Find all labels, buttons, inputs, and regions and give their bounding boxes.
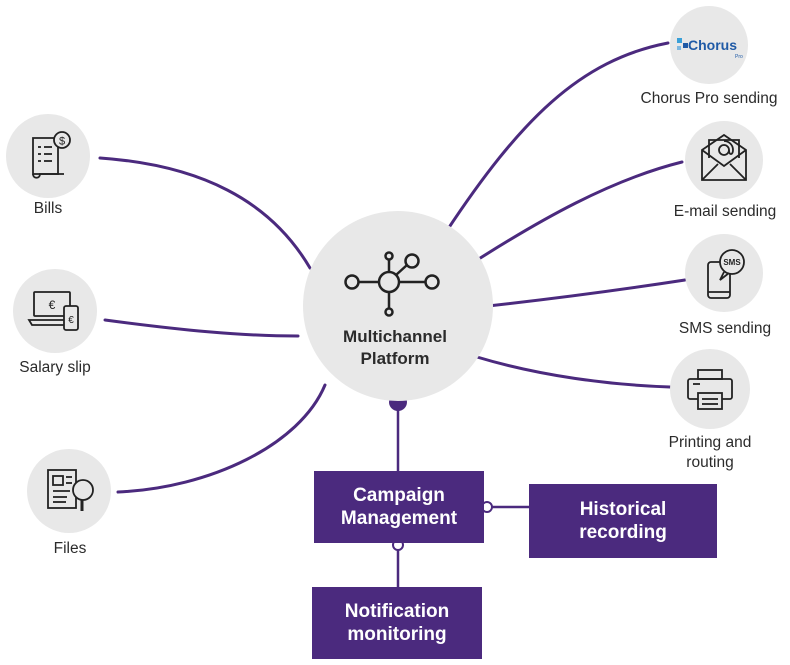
bills-circle xyxy=(6,114,90,198)
chorus-logo-sub: Pro xyxy=(735,54,743,60)
center-circle xyxy=(303,211,493,401)
email-circle xyxy=(685,121,763,199)
bill-dollar-icon: $ xyxy=(32,131,71,179)
connector-email xyxy=(472,160,684,264)
historical-line2: recording xyxy=(579,522,667,543)
printing-label-line2: routing xyxy=(686,454,734,471)
svg-text:$: $ xyxy=(59,136,65,148)
connector-printing xyxy=(475,355,672,389)
email-label: E-mail sending xyxy=(673,203,777,220)
salary-slip-label: Salary slip xyxy=(19,359,91,376)
connector-salary-slip xyxy=(103,318,300,338)
notification-line1: Notification xyxy=(344,601,450,622)
center-label-line1: Multichannel xyxy=(343,327,447,346)
document-magnifier-icon xyxy=(47,469,94,511)
sms-label: SMS sending xyxy=(678,320,772,337)
center-platform-label: Multichannel Platform xyxy=(300,326,490,370)
connector-sms xyxy=(486,278,687,308)
files-label: Files xyxy=(53,540,87,557)
bills-label: Bills xyxy=(33,200,63,217)
notification-monitoring-box: Notification monitoring xyxy=(312,587,482,659)
connector-chorus xyxy=(444,41,670,234)
svg-text:€: € xyxy=(68,315,74,326)
notification-line2: monitoring xyxy=(347,624,447,645)
network-hub-icon xyxy=(344,251,440,317)
historical-line1: Historical xyxy=(579,499,667,520)
connector-files xyxy=(116,383,327,494)
phone-sms-icon: SMS xyxy=(707,249,745,299)
chorus-logo: Chorus Pro xyxy=(677,37,743,60)
center-label-line2: Platform xyxy=(360,349,430,368)
chorus-logo-text: Chorus xyxy=(688,37,737,53)
chorus-circle xyxy=(670,6,748,84)
laptop-phone-euro-icon: € € xyxy=(27,291,79,331)
connector-bills xyxy=(98,156,312,270)
historical-recording-box: Historical recording xyxy=(529,484,717,558)
campaign-line2: Management xyxy=(340,508,458,529)
chorus-label: Chorus Pro sending xyxy=(640,90,778,107)
svg-text:€: € xyxy=(49,298,56,312)
printing-circle xyxy=(670,349,750,429)
salary-slip-circle xyxy=(13,269,97,353)
campaign-line1: Campaign xyxy=(353,485,445,506)
printer-icon xyxy=(687,369,733,410)
printing-label: Printing and routing xyxy=(650,433,770,473)
envelope-at-icon xyxy=(701,133,747,181)
campaign-management-box: Campaign Management xyxy=(314,471,484,543)
printing-label-line1: Printing and xyxy=(668,434,752,451)
sms-bubble-text: SMS xyxy=(723,258,741,267)
